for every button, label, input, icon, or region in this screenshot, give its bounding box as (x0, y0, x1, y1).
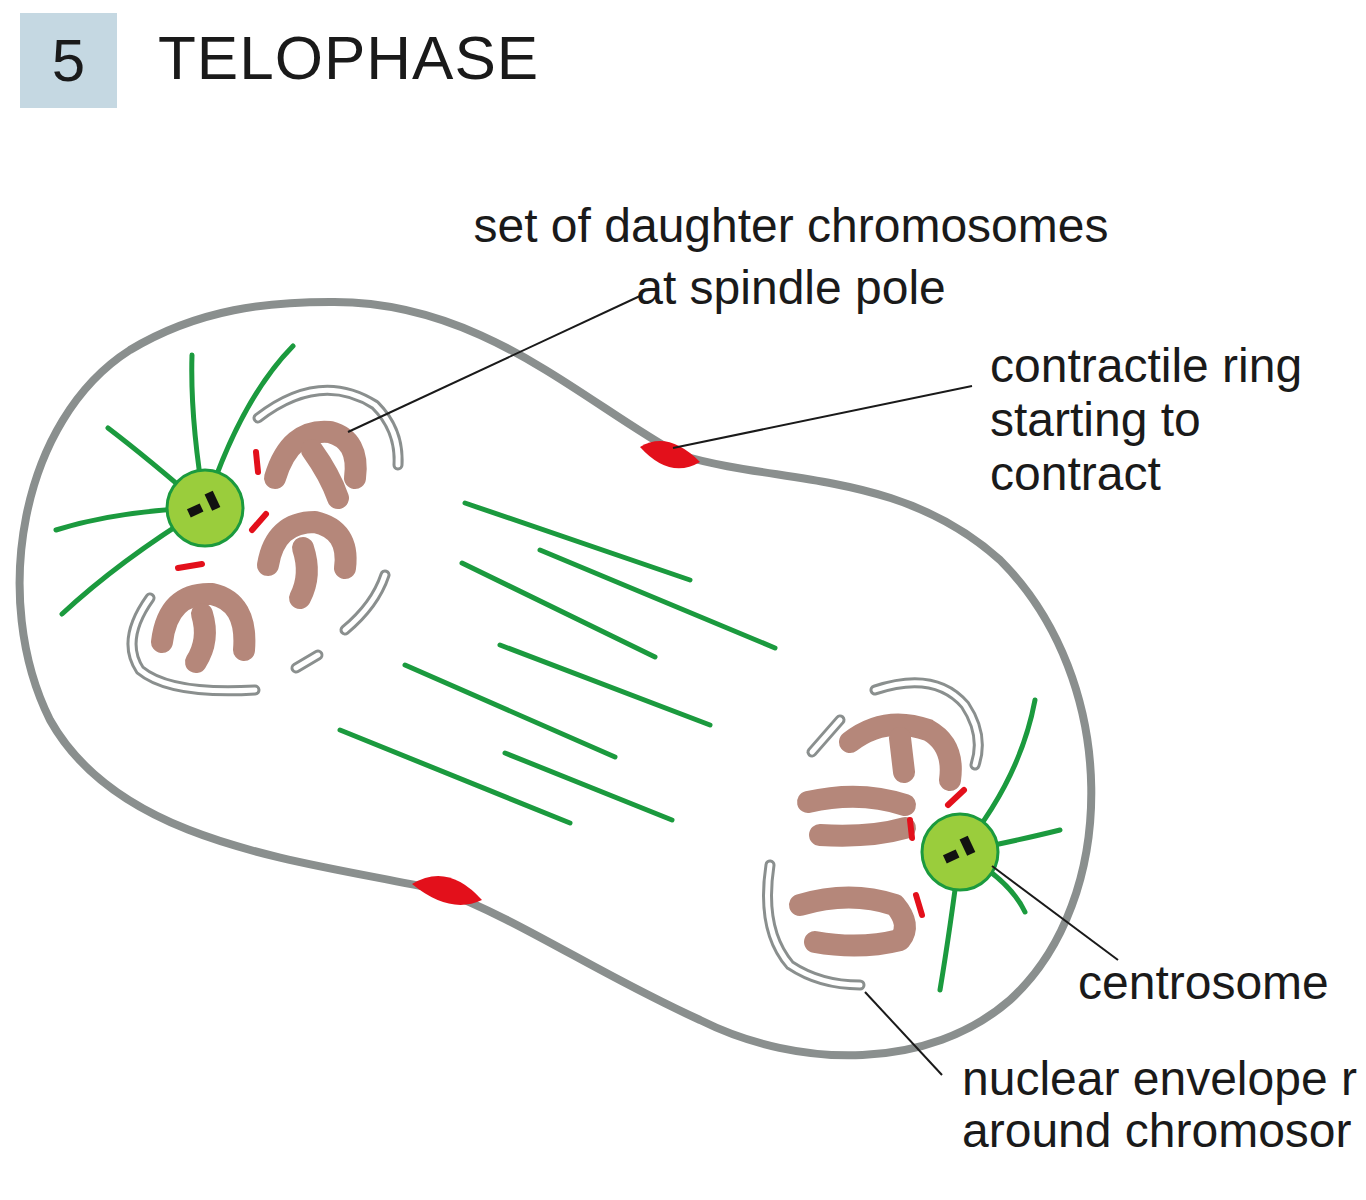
microtubule (465, 503, 690, 580)
part-label: nuclear envelope r around chromosor (962, 1053, 1366, 1157)
step-number-box: 5 (20, 13, 117, 108)
chromosome (850, 725, 951, 780)
kinetochore (178, 564, 202, 568)
cell-membrane (20, 302, 1092, 1055)
leader-line (992, 866, 1118, 960)
kinetochore (252, 514, 266, 530)
centrosome (922, 814, 998, 890)
nuclear-envelope (132, 390, 978, 985)
chromosome (808, 797, 905, 805)
envelope-fragment (768, 865, 861, 985)
part-label: centrosome (1078, 956, 1358, 1010)
envelope-fragment (296, 655, 318, 668)
daughter-chromosomes (162, 432, 951, 946)
leader-line (673, 386, 972, 448)
microtubule (500, 645, 710, 725)
kinetochore (948, 790, 964, 805)
leader-line (865, 992, 942, 1075)
astral-microtubules (56, 346, 1060, 990)
microtubule (462, 563, 655, 657)
envelope-fragment (296, 655, 318, 668)
spindle-microtubules (340, 503, 775, 823)
kinetochore (256, 452, 258, 472)
centriole (943, 849, 959, 863)
microtubule (340, 730, 570, 823)
chromosome (312, 450, 338, 498)
microtubule (540, 550, 775, 648)
centrosome (167, 470, 243, 546)
kinetochore (916, 895, 922, 915)
part-label: contractile ring starting to contract (990, 339, 1360, 501)
chromosome (900, 738, 904, 772)
envelope-fragment (345, 575, 385, 630)
chromosome (300, 548, 307, 598)
chromosome (820, 828, 905, 836)
centriole (960, 836, 976, 856)
microtubule (505, 753, 672, 820)
kinetochores (178, 452, 964, 915)
diagram-title: TELOPHASE (158, 22, 539, 93)
step-number: 5 (52, 26, 85, 95)
envelope-fragment (345, 575, 385, 630)
envelope-fragment (768, 865, 861, 985)
kinetochore (910, 820, 912, 838)
chromosome (800, 898, 905, 946)
centriole (187, 503, 203, 517)
microtubule (405, 665, 615, 757)
centriole (205, 491, 221, 511)
part-label: set of daughter chromosomes at spindle p… (451, 195, 1131, 319)
leader-line (348, 296, 640, 432)
envelope-fragment (812, 720, 840, 752)
contractile-ring (412, 876, 482, 905)
envelope-fragment (812, 720, 840, 752)
chromosome (196, 614, 205, 662)
